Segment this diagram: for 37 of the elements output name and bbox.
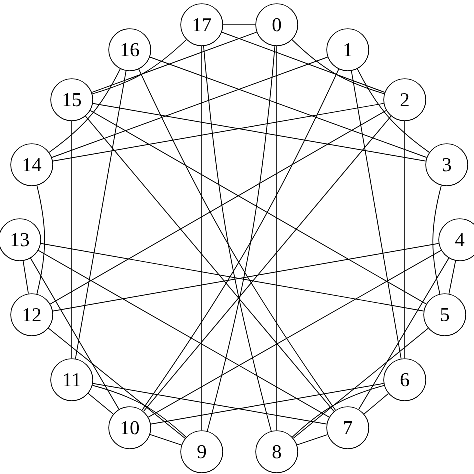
edge-line [30, 258, 120, 410]
edge-line [88, 393, 114, 415]
edge-line [143, 116, 392, 412]
edge-line [85, 116, 335, 412]
edge-line [364, 393, 390, 415]
edge-line [296, 434, 328, 446]
edge-line [351, 70, 402, 360]
edge-line [404, 121, 406, 359]
edge-line [92, 383, 328, 425]
edge-line [92, 39, 187, 95]
edge-line [358, 258, 450, 410]
edge-line [49, 68, 121, 153]
edge-line [90, 110, 427, 305]
edge-line [448, 260, 456, 294]
edge-line [38, 250, 330, 418]
edge-line [223, 24, 256, 26]
edge-line [293, 328, 429, 439]
edge-line [36, 185, 46, 295]
edge-line [92, 103, 426, 162]
edge-line [357, 68, 430, 154]
edge-line [150, 56, 428, 158]
edge-line [75, 70, 127, 360]
edge-line [92, 32, 258, 94]
edge-line [150, 383, 384, 425]
edge-line [276, 46, 278, 431]
edge-line [22, 260, 30, 294]
edge-line [52, 103, 384, 162]
edge-line [148, 250, 442, 418]
edge-line [92, 385, 187, 438]
edge-line [52, 56, 328, 158]
edge-line [432, 185, 442, 295]
edge-line [150, 434, 182, 446]
edge-line [292, 40, 385, 94]
edge-line [292, 385, 385, 438]
edge-line [50, 110, 387, 305]
edge-line [222, 32, 386, 93]
edge-line [48, 328, 186, 439]
